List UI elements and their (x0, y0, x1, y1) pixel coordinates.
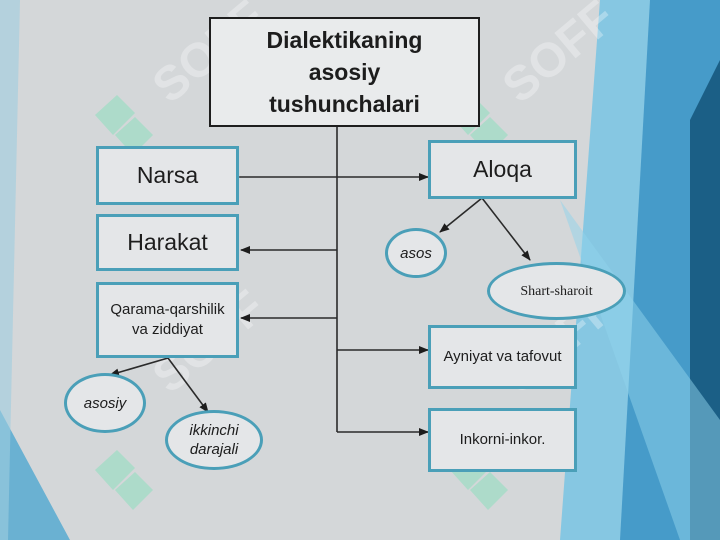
bottom-left-accent (0, 410, 70, 540)
inkor-label: Inkorni-inkor. (459, 431, 546, 448)
box-ayniyat: Ayniyat va tafovut (428, 325, 577, 389)
box-narsa: Narsa (96, 146, 239, 205)
ellipse-asos: asos (385, 228, 447, 278)
asosiy-label: asosiy (83, 394, 127, 412)
ikkinchi-label: ikkinchi darajali (189, 422, 239, 458)
title-box: Dialektikaning asosiy tushunchalari (209, 17, 480, 127)
qarama-label: Qarama-qarshilik va ziddiyat (110, 301, 225, 338)
asos-label: asos (400, 244, 432, 262)
harakat-label: Harakat (127, 229, 208, 255)
box-harakat: Harakat (96, 214, 239, 271)
title-text: Dialektikaning asosiy tushunchalari (266, 27, 423, 117)
shart-label: Shart-sharoit (520, 283, 593, 299)
box-aloqa: Aloqa (428, 140, 577, 199)
ayniyat-label: Ayniyat va tafovut (443, 348, 562, 365)
ellipse-asosiy: asosiy (64, 373, 146, 433)
aloqa-label: Aloqa (473, 156, 532, 182)
ellipse-shart: Shart-sharoit (487, 262, 626, 320)
narsa-label: Narsa (136, 162, 199, 188)
ellipse-ikkinchi: ikkinchi darajali (165, 410, 263, 470)
box-inkor: Inkorni-inkor. (428, 408, 577, 472)
box-qarama: Qarama-qarshilik va ziddiyat (96, 282, 239, 358)
left-accent (0, 0, 20, 540)
